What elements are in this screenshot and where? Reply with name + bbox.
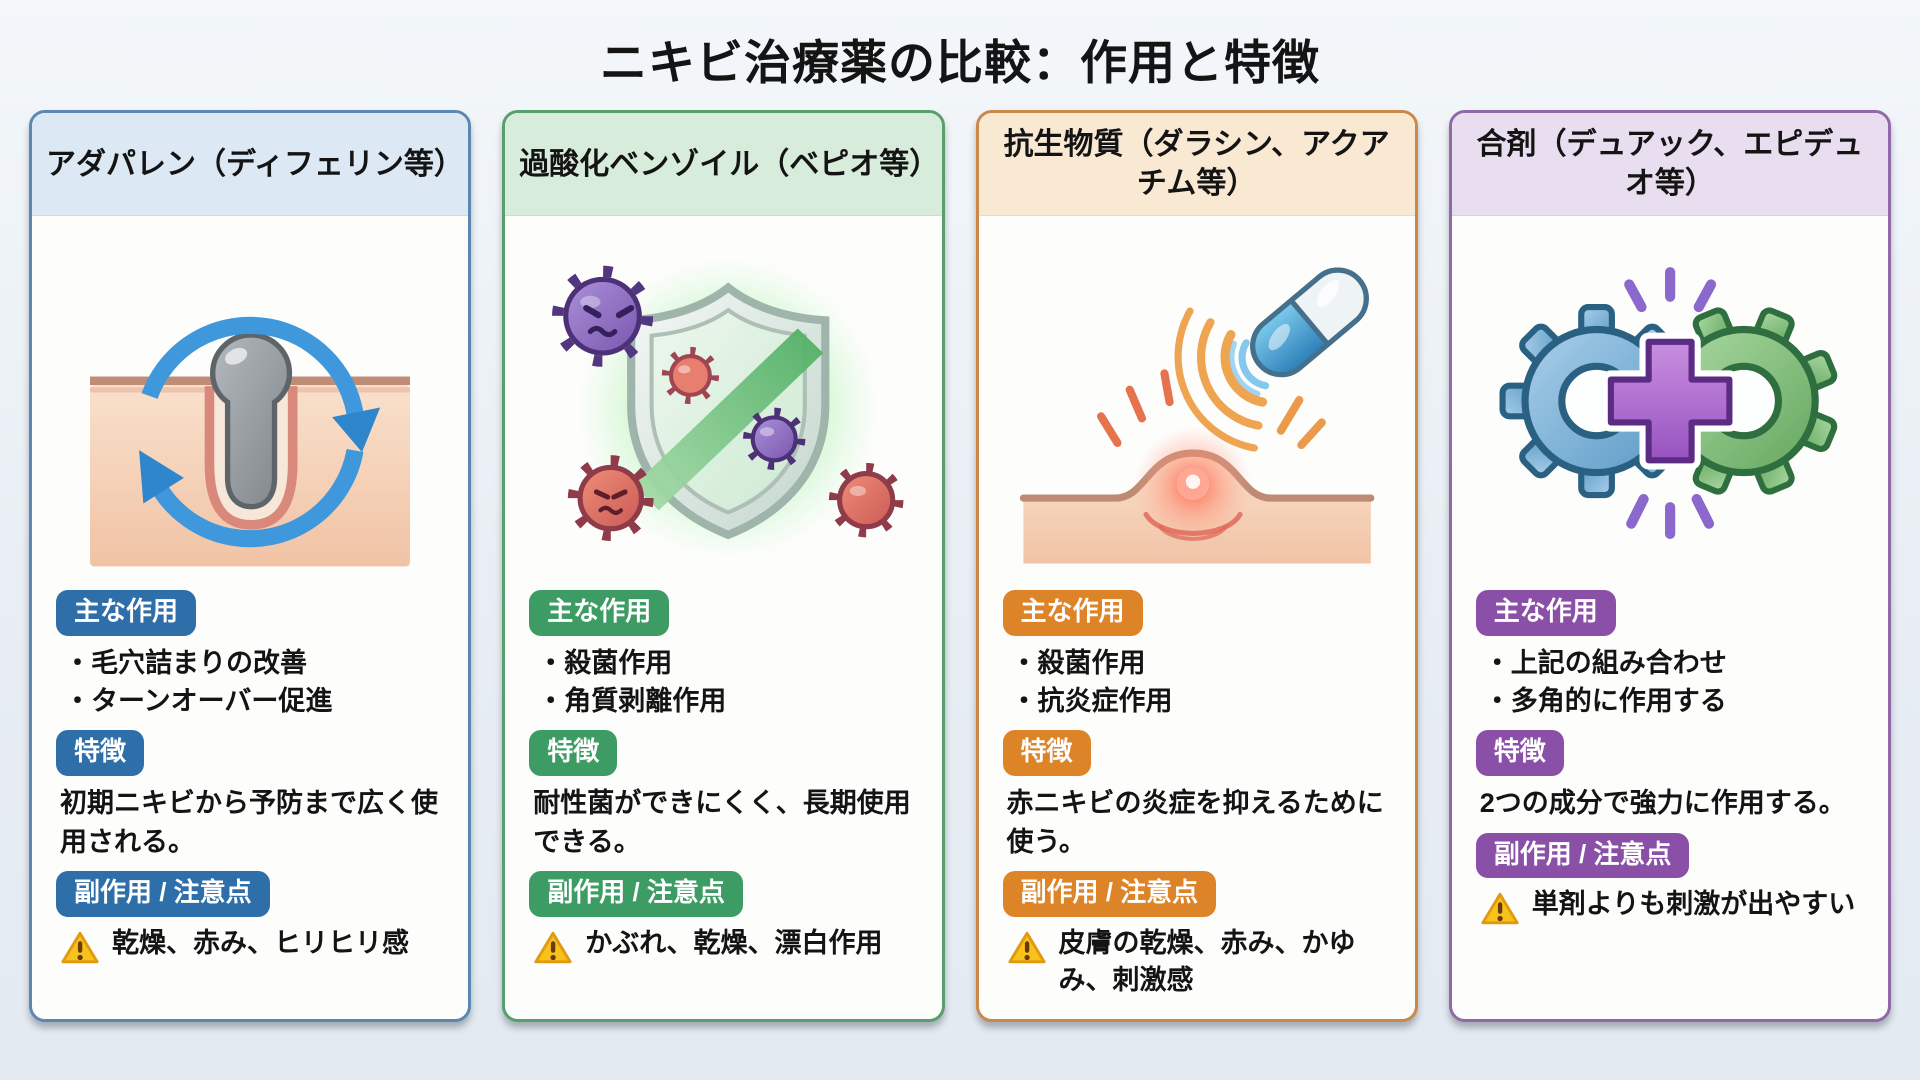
combination-gears-icon (1499, 267, 1838, 539)
main-action-list: ・殺菌作用 ・角質剥離作用 (529, 644, 917, 721)
main-action-list: ・上記の組み合わせ ・多角的に作用する (1476, 644, 1864, 721)
feature-text: 耐性菌ができにくく、長期使用できる。 (533, 788, 911, 857)
virus-icon (568, 455, 654, 541)
side-effects-text: 乾燥、赤み、ヒリヒリ感 (112, 927, 409, 958)
pain-rays (1096, 369, 1326, 450)
capsule-icon (1249, 267, 1369, 378)
feature-badge: 特徴 (1475, 730, 1564, 777)
shield-virus-block-icon (552, 256, 904, 560)
medication-waves (1174, 307, 1269, 452)
main-action-item: ・上記の組み合わせ (1483, 647, 1727, 678)
warning-triangle-icon (534, 931, 572, 963)
card-title: 合剤（デュアック、エピデュオ等） (1451, 113, 1888, 216)
card-title: アダパレン（ディフェリン等） (32, 113, 469, 216)
main-action-item: ・多角的に作用する (1483, 686, 1727, 717)
shield-icon (627, 282, 830, 540)
capsule-inflammation-illustration (1003, 224, 1391, 576)
main-action-badge: 主な作用 (1475, 590, 1616, 636)
skin-pore-turnover-icon (90, 316, 411, 567)
side-effects-badge: 副作用 / 注意点 (56, 870, 270, 917)
warning-triangle-icon (1481, 893, 1519, 925)
page-title: ニキビ治療薬の比較：作用と特徴 (600, 36, 1320, 89)
feature-text: 初期ニキビから予防まで広く使用される。 (60, 788, 438, 857)
combination-gears-illustration (1476, 224, 1864, 576)
side-effects-text: 単剤よりも刺激が出やすい (1531, 889, 1856, 920)
main-action-badge: 主な作用 (1002, 590, 1143, 636)
card-combination: 合剤（デュアック、エピデュオ等） (1448, 110, 1891, 1022)
comparison-cards: アダパレン（ディフェリン等） 主な作用 (0, 110, 1920, 1022)
side-effects-badge: 副作用 / 注意点 (1002, 870, 1217, 917)
side-effects-text: かぶれ、乾燥、漂白作用 (585, 927, 883, 958)
main-action-badge: 主な作用 (529, 590, 670, 636)
virus-icon (662, 346, 720, 405)
main-action-item: ・角質剥離作用 (537, 686, 727, 717)
block-slash (633, 328, 824, 511)
warning-triangle-icon (61, 931, 99, 963)
feature-badge: 特徴 (529, 730, 618, 777)
card-adapalene: アダパレン（ディフェリン等） 主な作用 (29, 110, 472, 1022)
feature-text: 赤ニキビの炎症を抑えるために使う。 (1006, 788, 1384, 857)
shield-virus-block-illustration (529, 224, 917, 576)
main-action-item: ・毛穴詰まりの改善 (64, 647, 307, 678)
card-title: 抗生物質（ダラシン、アクアチム等） (978, 113, 1415, 216)
virus-icon (743, 407, 806, 470)
main-action-item: ・ターンオーバー促進 (64, 686, 333, 717)
card-title: 過酸化ベンゾイル（ベピオ等） (505, 113, 942, 216)
skin-pore-turnover-illustration (56, 224, 444, 576)
main-action-item: ・殺菌作用 (537, 647, 673, 678)
feature-badge: 特徴 (1002, 730, 1091, 777)
main-action-list: ・毛穴詰まりの改善 ・ターンオーバー促進 (56, 644, 444, 721)
card-antibiotics: 抗生物質（ダラシン、アクアチム等） (975, 110, 1418, 1022)
warning-triangle-icon (1007, 931, 1046, 963)
side-effects-badge: 副作用 / 注意点 (1475, 832, 1690, 879)
feature-text: 2つの成分で強力に作用する。 (1479, 788, 1846, 819)
main-action-list: ・殺菌作用 ・抗炎症作用 (1003, 644, 1391, 721)
capsule-inflammation-icon (1019, 267, 1374, 564)
sebum-plug (210, 332, 293, 510)
main-action-badge: 主な作用 (56, 590, 197, 636)
card-benzoyl-peroxide: 過酸化ベンゾイル（ベピオ等） (502, 110, 945, 1022)
virus-icon (829, 462, 904, 538)
feature-badge: 特徴 (56, 730, 145, 777)
sparkle-rays (1623, 267, 1716, 539)
side-effects-badge: 副作用 / 注意点 (529, 870, 743, 917)
side-effects-text: 皮膚の乾燥、赤み、かゆみ、刺激感 (1058, 927, 1356, 995)
main-action-item: ・殺菌作用 (1010, 647, 1146, 678)
plus-icon (1601, 332, 1739, 470)
main-action-item: ・抗炎症作用 (1010, 686, 1173, 717)
